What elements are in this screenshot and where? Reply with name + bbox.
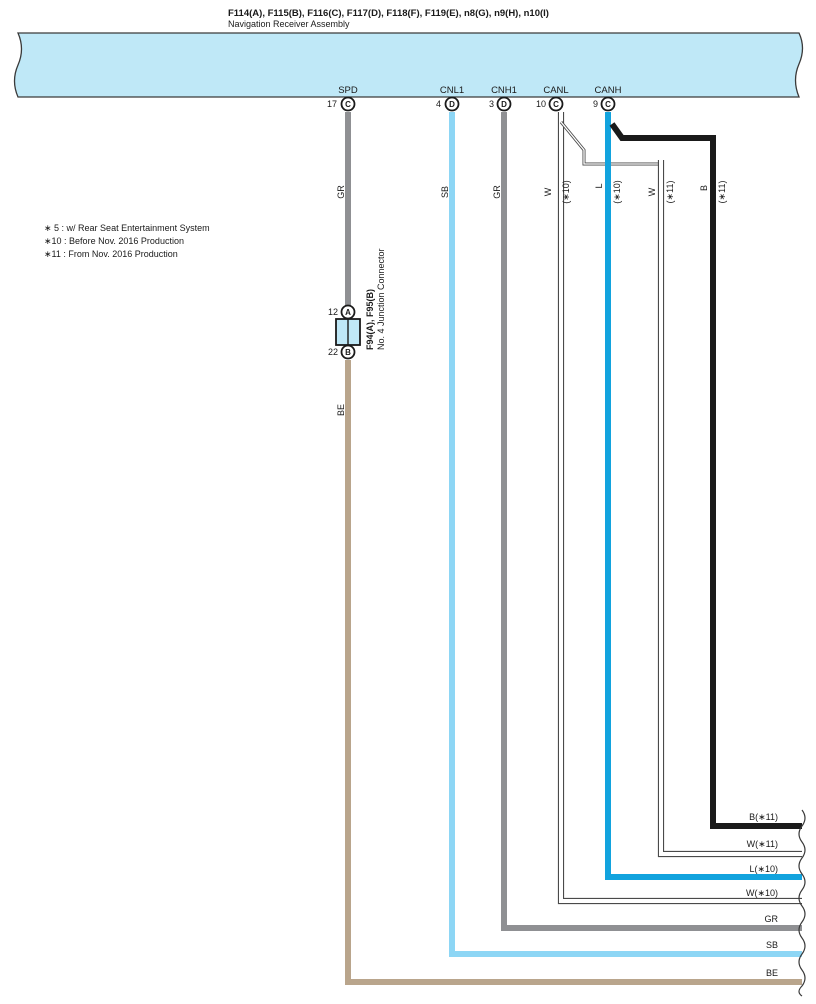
pin-name-spd: SPD: [338, 85, 358, 96]
pin-canh: 9 C: [593, 96, 616, 112]
label-canh-l-note: (∗10): [612, 180, 622, 204]
junction-pin-top-number: 12: [328, 307, 338, 317]
label-canh-b-note: (∗11): [717, 181, 727, 204]
right-label-l10: L(∗10): [749, 864, 778, 874]
label-canl-w-note: (∗10): [561, 180, 571, 204]
wire-w10-branch: [559, 121, 661, 166]
navigation-receiver-box: [13, 32, 804, 98]
wire-b11: [609, 122, 802, 829]
assembly-subtitle: Navigation Receiver Assembly: [228, 19, 350, 29]
wire-w11: [657, 160, 802, 858]
pin-number-canh: 9: [593, 99, 598, 109]
wire-w10: [557, 112, 802, 905]
pin-name-cnl1: CNL1: [440, 85, 464, 96]
label-canh-w: W: [647, 187, 657, 196]
junction-subtitle: No. 4 Junction Connector: [376, 248, 386, 350]
right-label-w11: W(∗11): [747, 839, 778, 849]
wire-l10: [605, 112, 802, 880]
junction-pin-top-connector: A: [345, 308, 351, 317]
note-11: ∗11 : From Nov. 2016 Production: [44, 249, 178, 259]
pin-number-cnh1: 3: [489, 99, 494, 109]
right-label-b11: B(∗11): [749, 812, 778, 822]
pin-number-cnl1: 4: [436, 99, 441, 109]
note-5: ∗ 5 : w/ Rear Seat Entertainment System: [44, 223, 210, 233]
label-canh-l: L: [594, 183, 604, 188]
wire-gr: [501, 112, 802, 931]
pin-canl: 10 C: [536, 96, 564, 112]
pin-connector-cnl1: D: [449, 100, 455, 109]
pin-connector-canh: C: [605, 100, 611, 109]
label-canh-w-note: (∗11): [665, 181, 675, 204]
right-label-w10: W(∗10): [746, 888, 778, 898]
right-label-gr: GR: [765, 914, 779, 924]
wire-sb: [449, 112, 802, 957]
label-canl-w: W: [543, 187, 553, 196]
label-spd-gr: GR: [336, 185, 346, 199]
pin-connector-spd: C: [345, 100, 351, 109]
label-canh-b: B: [699, 185, 709, 191]
right-label-sb: SB: [766, 940, 778, 950]
label-cnl1-sb: SB: [440, 186, 450, 198]
wire-be: [345, 360, 802, 985]
pin-cnl1: 4 D: [436, 96, 460, 112]
assembly-title: F114(A), F115(B), F116(C), F117(D), F118…: [228, 8, 549, 19]
junction-pin-bottom-connector: B: [345, 348, 351, 357]
note-10: ∗10 : Before Nov. 2016 Production: [44, 236, 184, 246]
junction-pin-bottom-number: 22: [328, 347, 338, 357]
pin-number-spd: 17: [327, 99, 337, 109]
pin-connector-canl: C: [553, 100, 559, 109]
pin-connector-cnh1: D: [501, 100, 507, 109]
pin-spd: 17 C: [327, 96, 356, 112]
pin-number-canl: 10: [536, 99, 546, 109]
junction-title: F94(A), F95(B): [365, 289, 375, 350]
label-spd-be: BE: [336, 404, 346, 416]
junction-connector: 12 A 22 B: [328, 304, 361, 360]
pin-name-canh: CANH: [595, 85, 622, 96]
right-label-be: BE: [766, 968, 778, 978]
wire-break-line: [798, 809, 806, 997]
label-cnh1-gr: GR: [492, 185, 502, 199]
pin-cnh1: 3 D: [489, 96, 512, 112]
pin-name-cnh1: CNH1: [491, 85, 517, 96]
pin-name-canl: CANL: [543, 85, 568, 96]
